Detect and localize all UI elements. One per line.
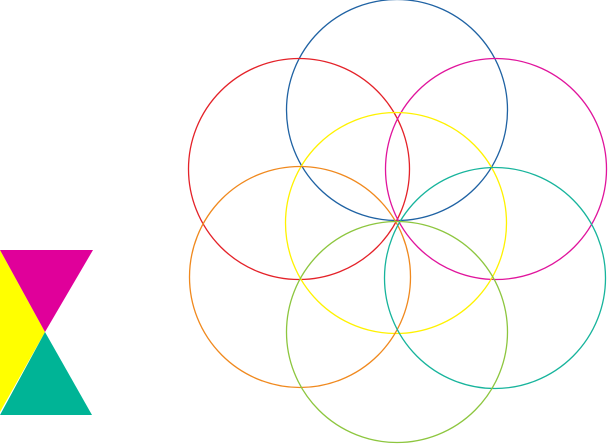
orange-circle xyxy=(188,165,412,389)
blue-circle xyxy=(285,0,509,222)
green-circle xyxy=(285,220,509,444)
triangle-group xyxy=(0,250,93,415)
teal-circle xyxy=(383,166,607,390)
circle-group xyxy=(187,0,608,444)
red-circle xyxy=(187,57,411,281)
yellow-circle xyxy=(284,111,508,335)
yellow-triangle xyxy=(0,250,45,412)
teal-triangle xyxy=(0,332,92,415)
magenta-circle xyxy=(384,57,608,281)
magenta-triangle xyxy=(0,250,93,332)
